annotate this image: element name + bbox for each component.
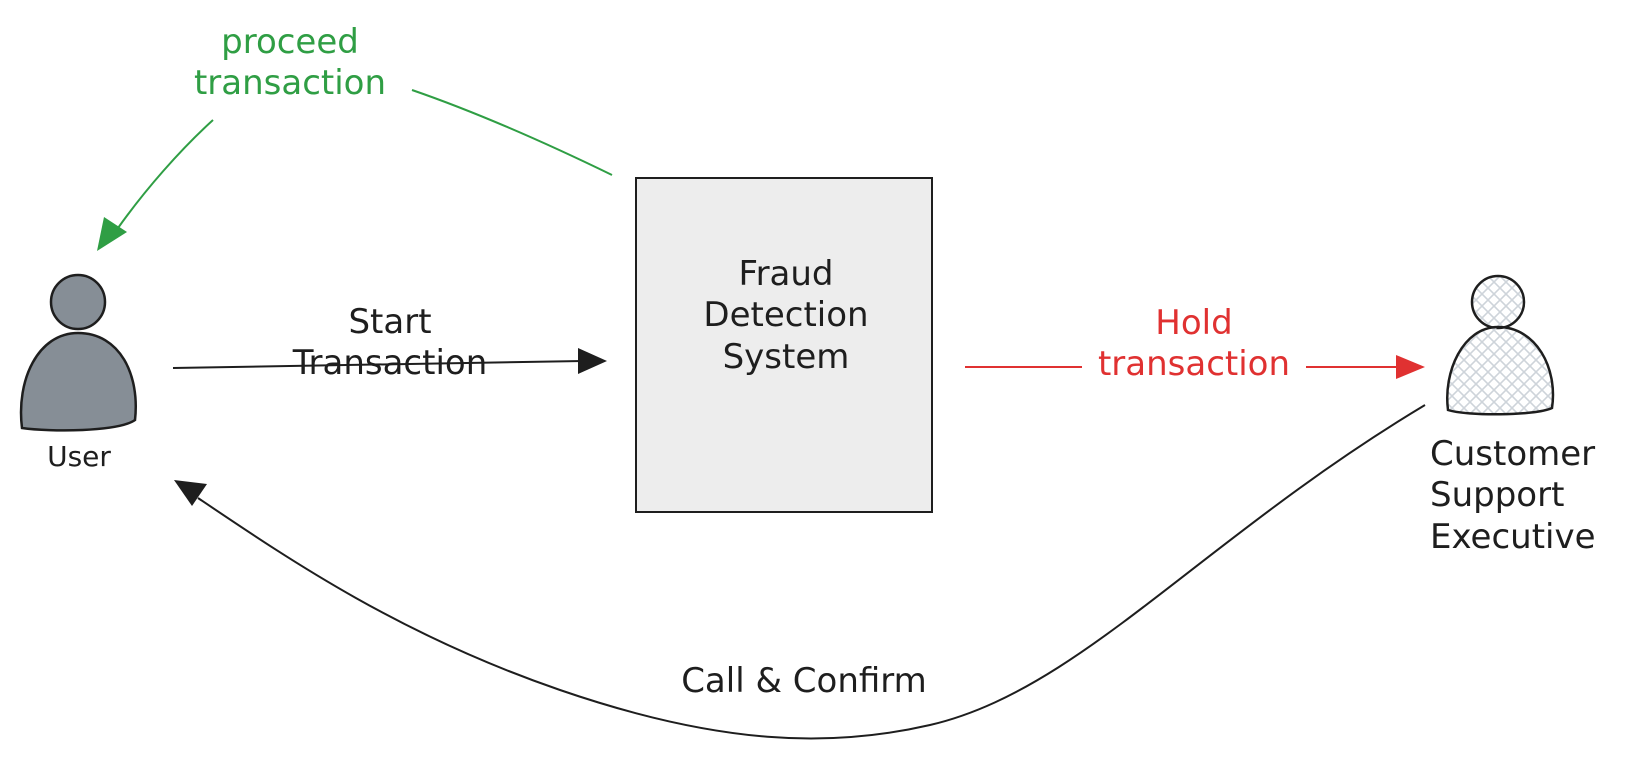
customer-support-line-1: Customer	[1430, 434, 1596, 474]
hold-transaction-line-2: transaction	[1097, 344, 1291, 385]
hold-transaction-line-1: Hold	[1155, 303, 1233, 343]
fraud-detection-line-3: System	[722, 336, 850, 377]
user-label-text: User	[47, 440, 111, 473]
fraud-detection-label: Fraud Detection System	[638, 254, 934, 378]
proceed-transaction-arrow[interactable]	[97, 89, 613, 251]
fraud-detection-line-1: Fraud	[738, 254, 834, 294]
hold-transaction-arrow[interactable]	[965, 355, 1425, 379]
fraud-detection-line-2: Detection	[703, 295, 869, 336]
hold-transaction-label: Hold transaction	[1070, 303, 1318, 386]
customer-support-person-icon[interactable]	[1446, 274, 1555, 416]
call-confirm-arrow[interactable]	[174, 404, 1426, 740]
customer-support-label: Customer Support Executive	[1430, 434, 1635, 558]
start-transaction-arrow[interactable]	[172, 348, 607, 374]
call-confirm-text: Call & Confirm	[681, 661, 927, 701]
start-transaction-line-2: Transaction	[292, 343, 488, 384]
start-transaction-label: Start Transaction	[255, 302, 525, 385]
proceed-transaction-label: proceed transaction	[165, 22, 415, 105]
user-person-icon[interactable]	[19, 273, 137, 432]
user-label: User	[36, 440, 122, 474]
proceed-transaction-line-2: transaction	[193, 63, 387, 104]
start-transaction-line-1: Start	[348, 302, 432, 342]
customer-support-line-2: Support	[1430, 475, 1565, 516]
customer-support-line-3: Executive	[1430, 516, 1596, 557]
call-confirm-label: Call & Confirm	[654, 661, 954, 702]
fraud-detection-box[interactable]	[635, 177, 933, 513]
proceed-transaction-line-1: proceed	[221, 22, 359, 62]
